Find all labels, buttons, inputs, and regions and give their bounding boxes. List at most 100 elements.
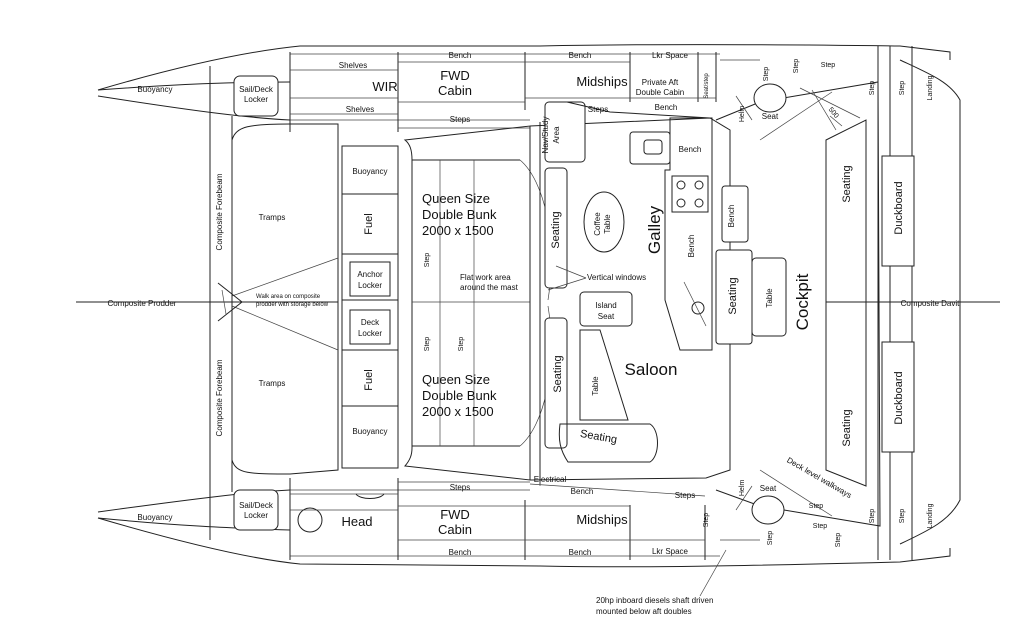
port-steps-2-label: Steps <box>588 105 608 114</box>
step-label-8: Step <box>767 531 774 546</box>
locker-buoyancy-bottom-label: Buoyancy <box>352 427 387 436</box>
seating-left-label: Seating <box>552 355 564 392</box>
stbd-fwd-cabin-label-2: Cabin <box>438 522 472 537</box>
seat-bottom-label: Seat <box>760 484 777 493</box>
saloon-bench-bottom-label: Bench <box>571 487 594 496</box>
port-bench-3-label: Bench <box>655 103 678 112</box>
bridgedeck-structure <box>403 122 552 484</box>
private-aft-label-1: Private Aft <box>642 78 679 87</box>
landing-bottom-label: Landing <box>927 503 934 528</box>
port-bench-2-label: Bench <box>569 51 592 60</box>
stbd-steps-aft-label: Steps <box>675 491 695 500</box>
flat-work-label-1: Flat work area <box>460 273 511 282</box>
helm-top-label: Helm <box>739 106 746 123</box>
head-label: Head <box>341 514 372 529</box>
anchor-locker-label-2: Locker <box>358 281 382 290</box>
sail-locker-top-label-1: Sail/Deck <box>239 85 274 94</box>
step-label-7: Step <box>813 523 828 530</box>
forebeam-bottom-label: Composite Forebeam <box>215 359 224 436</box>
queen-top-label-3: 2000 x 1500 <box>422 223 494 238</box>
shelves-top-label: Shelves <box>339 61 367 70</box>
saloon-label: Saloon <box>625 360 678 379</box>
seating-fwd-label: Seating <box>550 211 562 248</box>
tramps-top-label: Tramps <box>259 213 286 222</box>
coffee-table-label-2: Table <box>603 214 612 234</box>
port-lkr-space-label: Lkr Space <box>652 51 689 60</box>
wir-label: WIR <box>372 79 397 94</box>
port-midships-label: Midships <box>576 74 628 89</box>
stbd-fwd-cabin-label-1: FWD <box>440 507 470 522</box>
stbd-bench-1-label: Bench <box>449 548 472 557</box>
sail-locker-top-label-2: Locker <box>244 95 268 104</box>
coffee-table-label-1: Coffee <box>593 212 602 236</box>
bench-top-label: Bench <box>679 145 702 154</box>
seating-bottom-label: Seating <box>579 428 618 446</box>
cockpit-bench-label: Bench <box>727 205 736 228</box>
davit-label: Composite Davit <box>901 299 960 308</box>
stbd-step-label: Step <box>703 513 710 528</box>
shelves-bottom-label: Shelves <box>346 105 374 114</box>
walk-area-label-2: prodder with storage below <box>256 302 329 308</box>
queen-top-label-1: Queen Size <box>422 191 490 206</box>
step-a-label: Step <box>424 253 431 268</box>
landing-top-label: Landing <box>927 75 934 100</box>
seating-bottom-cockpit-label: Seating <box>841 409 853 446</box>
fuel-top-label: Fuel <box>363 213 375 234</box>
buoyancy-bottom-label: Buoyancy <box>137 513 172 522</box>
cockpit-table-label: Table <box>765 288 774 308</box>
private-aft-label-2: Double Cabin <box>636 88 684 97</box>
buoyancy-top-label: Buoyancy <box>137 85 172 94</box>
queen-bottom-label-1: Queen Size <box>422 372 490 387</box>
step-b-label: Step <box>424 337 431 352</box>
helm-bottom-label: Helm <box>739 480 746 497</box>
labels-bridgedeck: Queen Size Double Bunk 2000 x 1500 Queen… <box>422 117 701 496</box>
nav-study-label-2: Area <box>552 126 561 143</box>
deck-locker-label-2: Locker <box>358 329 382 338</box>
walk-area-label-1: Walk area on composite <box>256 294 321 300</box>
galley-label: Galley <box>645 205 664 254</box>
step-label-10: Step <box>899 509 906 524</box>
step-c-label: Step <box>458 337 465 352</box>
deck-locker-label-1: Deck <box>361 318 380 327</box>
saloon-table-label: Table <box>591 376 600 396</box>
nav-study-label-1: Nav/Study <box>541 117 550 154</box>
seat-step-label: Seat/step <box>704 73 710 99</box>
hull-outline <box>97 44 951 568</box>
stbd-steps-label: Steps <box>450 483 470 492</box>
queen-top-label-2: Double Bunk <box>422 207 497 222</box>
stbd-bench-2-label: Bench <box>569 548 592 557</box>
island-seat-label-1: Island <box>595 301 616 310</box>
tramps-bottom-label: Tramps <box>259 379 286 388</box>
diesels-label-1: 20hp inboard diesels shaft driven <box>596 596 713 605</box>
bow-area <box>76 66 339 540</box>
labels-lockers: Buoyancy Fuel Anchor Locker Deck Locker … <box>352 167 387 436</box>
island-seat-label-2: Seat <box>598 312 615 321</box>
step-label-6: Step <box>809 503 824 510</box>
seat-top-label: Seat <box>762 112 779 121</box>
prodder-label: Composite Prodder <box>108 299 177 308</box>
vertical-windows-label: Vertical windows <box>587 273 646 282</box>
port-steps-1-label: Steps <box>450 115 470 124</box>
cockpit-label: Cockpit <box>793 273 812 330</box>
labels-bow: Buoyancy Buoyancy Sail/Deck Locker Sail/… <box>108 85 329 522</box>
saloon-structure <box>529 101 731 481</box>
cockpit-seating-label: Seating <box>727 277 739 314</box>
cockpit-structure <box>699 46 1000 597</box>
step-label-5: Step <box>899 81 906 96</box>
port-fwd-cabin-label-2: Cabin <box>438 83 472 98</box>
step-label-4: Step <box>869 81 876 96</box>
electrical-label: Electrical <box>534 475 567 484</box>
port-fwd-cabin-label-1: FWD <box>440 68 470 83</box>
galley-bench-label: Bench <box>687 235 696 258</box>
fuel-bottom-label: Fuel <box>363 369 375 390</box>
diesels-label-2: mounted below aft doubles <box>596 607 692 616</box>
flat-work-label-2: around the mast <box>460 283 519 292</box>
locker-buoyancy-top-label: Buoyancy <box>352 167 387 176</box>
step-label-2: Step <box>793 59 800 74</box>
labels-port-hull: Shelves Shelves WIR Bench Bench FWD Cabi… <box>339 51 710 124</box>
step-label-1: Step <box>763 67 770 82</box>
step-label-11: Step <box>835 533 842 548</box>
anchor-locker-label-1: Anchor <box>357 270 383 279</box>
queen-bottom-label-2: Double Bunk <box>422 388 497 403</box>
